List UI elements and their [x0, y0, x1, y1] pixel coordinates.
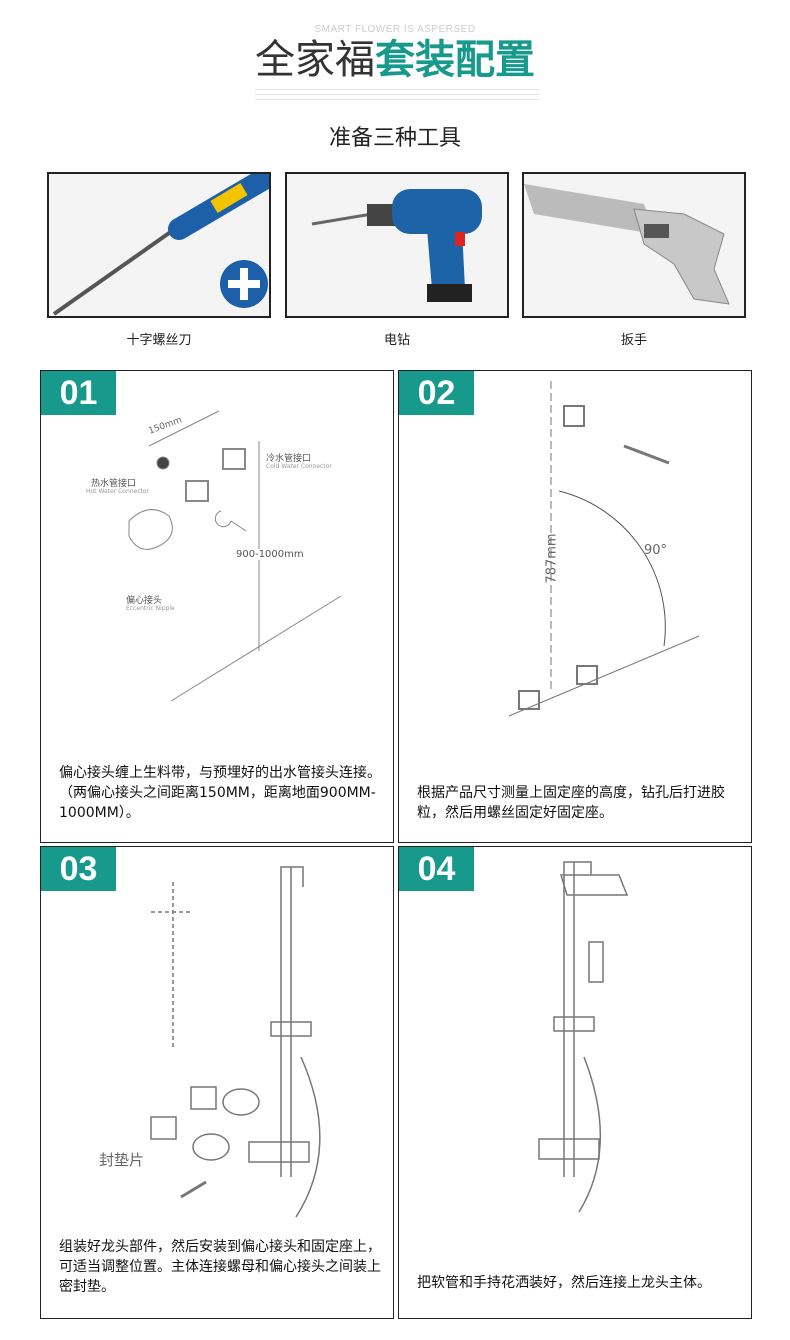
drill-image: [285, 172, 509, 318]
step-04-panel: 04 把软管和手持花洒装好，然后连接上龙头主体。: [398, 846, 752, 1319]
step-number-badge: 04: [399, 847, 474, 891]
hot-connector-label-en: Hot Water Connector: [86, 488, 150, 495]
mount-height-diagram: [508, 381, 700, 717]
page-title: 全家福套装配置: [0, 36, 790, 84]
drill-icon: [311, 189, 482, 302]
step-number-badge: 01: [41, 371, 116, 415]
tool-label-drill: 电钻: [383, 333, 410, 348]
gasket-label: 封垫片: [99, 1151, 145, 1169]
faucet-assembly-diagram: [150, 866, 321, 1218]
step-caption: 把软管和手持花洒装好，然后连接上龙头主体。: [417, 1275, 711, 1291]
step-caption: 组装好龙头部件，然后安装到偏心接头和固定座上，可适当调整位置。主体连接螺母和偏心…: [59, 1239, 381, 1295]
step-caption: 根据产品尺寸测量上固定座的高度，钻孔后打进胶粒，然后用螺丝固定好固定座。: [417, 785, 725, 821]
step-number-badge: 02: [399, 371, 474, 415]
nipple-label: 偏心接头: [126, 596, 163, 606]
header-subtitle: SMART FLOWER IS ASPERSED: [314, 24, 476, 35]
nipple-label-en: Eccentric Nipple: [126, 605, 175, 612]
connector-install-diagram: [128, 410, 342, 702]
decorative-fine-text: [255, 86, 540, 104]
shower-assembly-diagram: [538, 861, 629, 1213]
screwdriver-icon: [52, 174, 269, 316]
tool-label-wrench: 扳手: [620, 333, 647, 348]
cold-connector-label: 冷水管接口: [266, 454, 312, 464]
wrench-icon: [524, 184, 730, 305]
hot-connector-label: 热水管接口: [91, 479, 137, 489]
height-label: 900-1000mm: [236, 549, 304, 560]
wrench-image: [522, 172, 746, 318]
height-label: 787mm: [544, 533, 560, 584]
title-thin: 全家福: [255, 37, 375, 83]
step-03-panel: 03 封垫片 组装好龙头部件，然后安装到偏心接头和固定座上，可适当调整位置。主体…: [40, 846, 394, 1319]
title-bold: 套装配置: [375, 37, 535, 83]
cold-connector-label-en: Cold Water Connector: [266, 463, 332, 470]
step-number-badge: 03: [41, 847, 116, 891]
tools-heading: 准备三种工具: [328, 126, 461, 151]
step-02-panel: 02 787mm 90° 根据产品尺寸测量上固定座的高度，钻孔后打进胶粒，然后用…: [398, 370, 752, 843]
step-01-panel: 01 150mm 热水管接口 Hot Water Connector 冷水管接口…: [40, 370, 394, 843]
tool-label-screwdriver: 十字螺丝刀: [126, 333, 192, 348]
step-caption: 偏心接头缠上生料带，与预埋好的出水管接头连接。（两偏心接头之间距离150MM，距…: [59, 765, 381, 821]
screwdriver-image: [47, 172, 271, 318]
angle-label: 90°: [644, 543, 668, 558]
